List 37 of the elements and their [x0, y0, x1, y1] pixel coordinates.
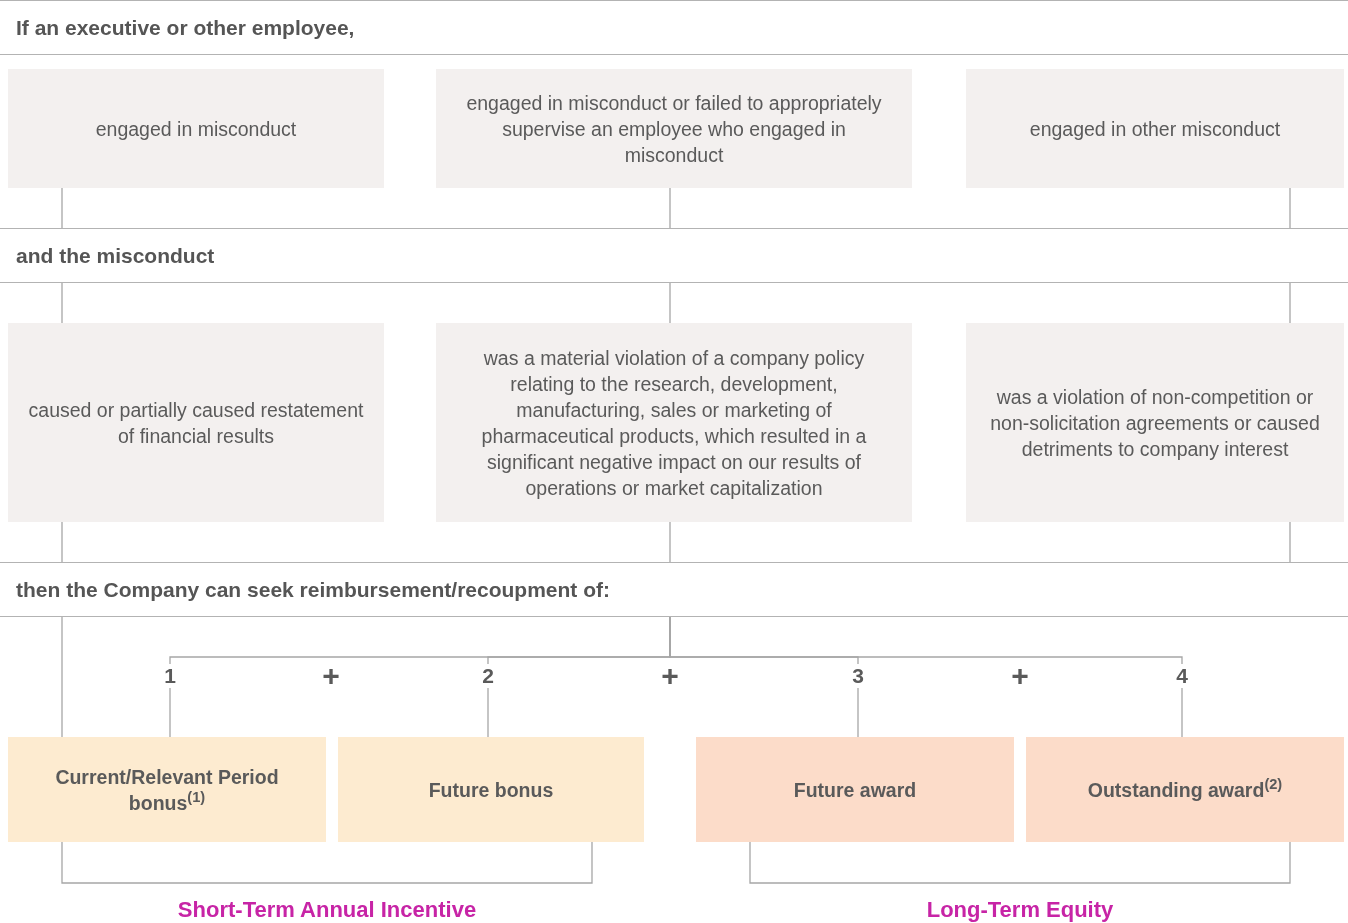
- condition-box: engaged in misconduct or failed to appropriately supervise an employee who engaged in misconduct: [436, 69, 912, 188]
- plus-sign: +: [322, 661, 340, 691]
- connector-line: [857, 687, 859, 738]
- step-number: 4: [1170, 664, 1194, 688]
- condition-box: caused or partially caused restatement of financial results: [8, 323, 384, 522]
- condition-box: was a violation of non-competition or non-solicitation agreements or caused detriments to company interest: [966, 323, 1344, 522]
- award-box: Future award: [696, 737, 1014, 842]
- connector-line: [1289, 521, 1291, 563]
- section-heading-band: If an executive or other employee,: [0, 0, 1348, 55]
- connector-line: [61, 187, 63, 229]
- connector-line: [1289, 282, 1291, 324]
- plus-sign: +: [661, 661, 679, 691]
- connector-line: [169, 687, 171, 738]
- condition-box: engaged in misconduct: [8, 69, 384, 188]
- section-heading-band: and the misconduct: [0, 228, 1348, 283]
- connector-line: [669, 616, 1183, 665]
- bonus-box: Future bonus: [338, 737, 644, 842]
- connector-line: [61, 521, 63, 563]
- connector-line: [669, 282, 671, 324]
- connector-line: [487, 687, 489, 738]
- section-heading-band: then the Company can seek reimbursement/recoupment of:: [0, 562, 1348, 617]
- bonus-box: Current/Relevant Period bonus$^{(1)}$: [8, 737, 326, 842]
- step-number: 2: [476, 664, 500, 688]
- connector-line: [1289, 187, 1291, 229]
- condition-box: was a material violation of a company policy relating to the research, development, manufacturing, sales or marketing of pharmaceutical products, which resulted in a significant negative impact on our results of operations or market capitalization: [436, 323, 912, 522]
- connector-line: [61, 616, 63, 738]
- connector-line: [1181, 687, 1183, 738]
- group-label: Short-Term Annual Incentive: [177, 895, 477, 923]
- group-label: Long-Term Equity: [926, 895, 1114, 923]
- step-number: 3: [846, 664, 870, 688]
- connector-line: [61, 282, 63, 324]
- condition-box: engaged in other misconduct: [966, 69, 1344, 188]
- connector-line: [669, 521, 671, 563]
- connector-line: [669, 187, 671, 229]
- step-number: 1: [158, 664, 182, 688]
- award-box: Outstanding award$^{(2)}$: [1026, 737, 1344, 842]
- plus-sign: +: [1011, 661, 1029, 691]
